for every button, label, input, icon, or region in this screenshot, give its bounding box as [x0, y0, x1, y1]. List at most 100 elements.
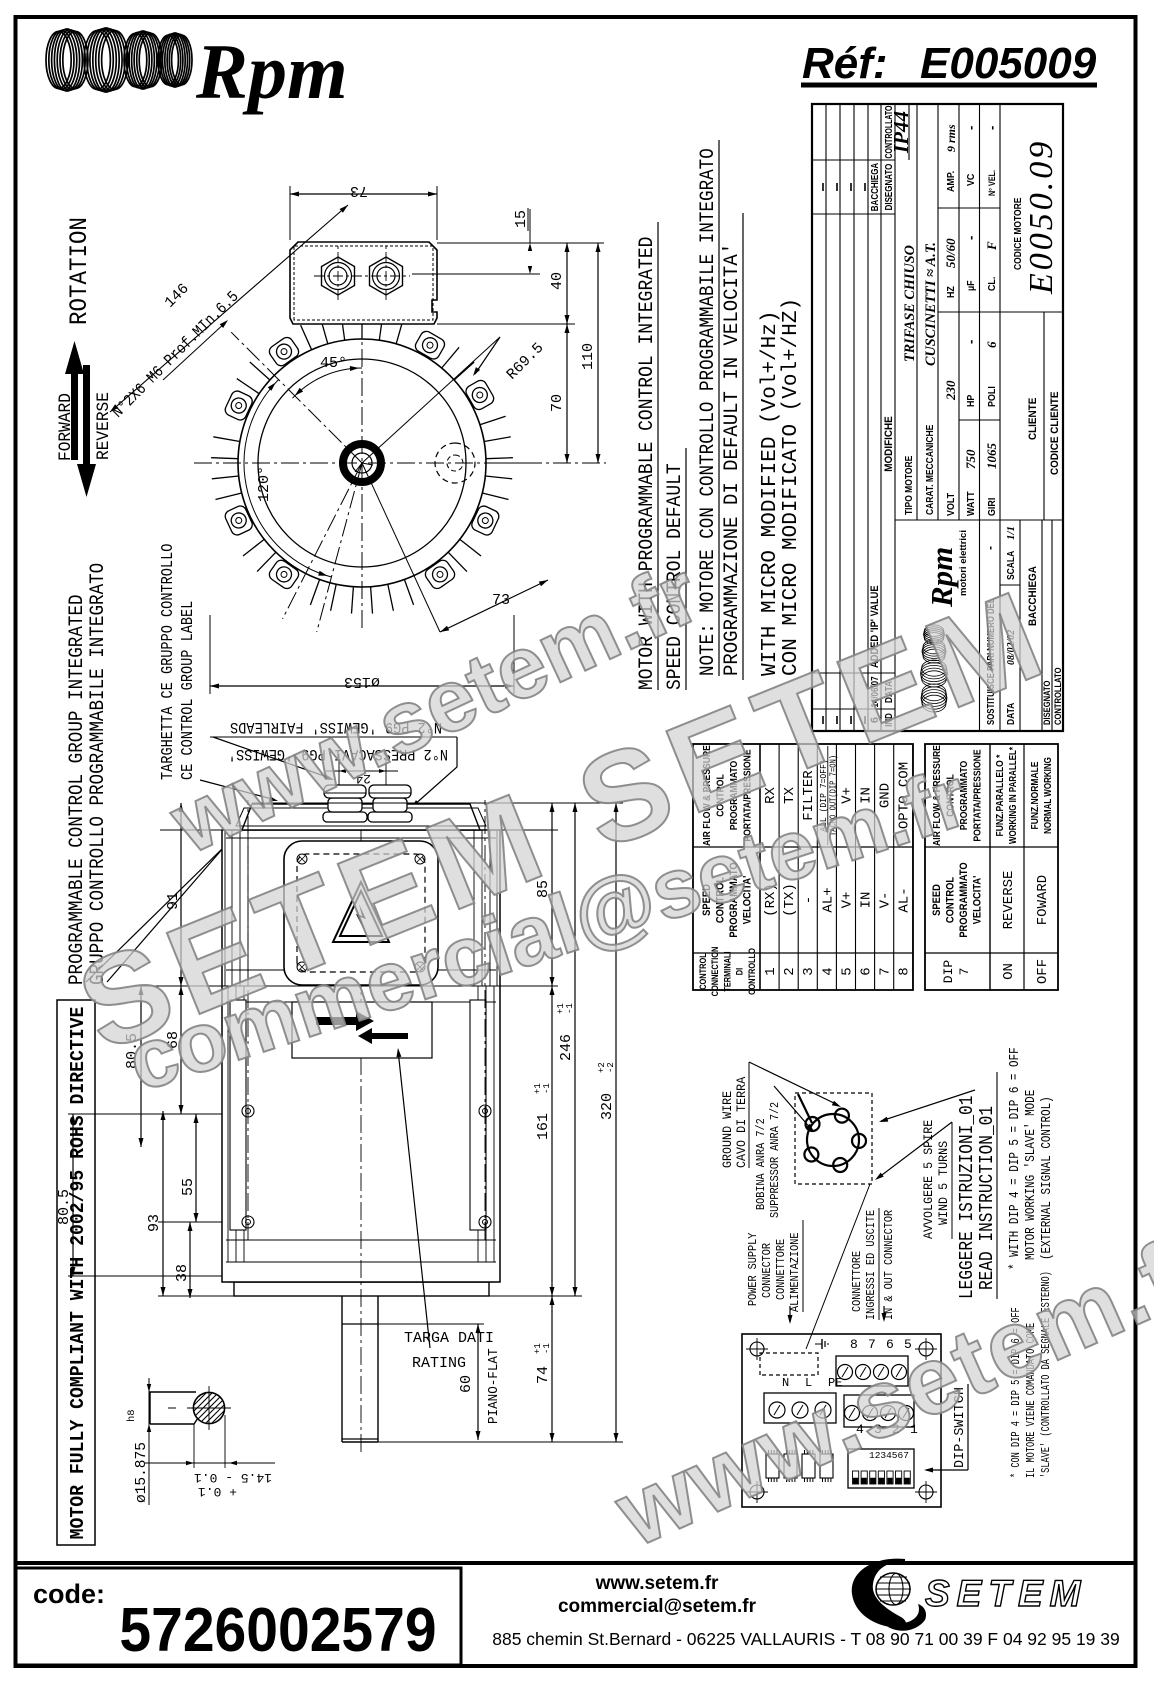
svg-text:40: 40 — [549, 272, 566, 290]
svg-text:93: 93 — [146, 1214, 163, 1232]
svg-text:WATT: WATT — [965, 491, 977, 516]
svg-text:1: 1 — [910, 1422, 918, 1437]
svg-text:24: 24 — [355, 771, 371, 786]
svg-text:PIANO-FLAT: PIANO-FLAT — [485, 1348, 501, 1424]
svg-text:7: 7 — [878, 967, 894, 975]
svg-text:CODICE MOTORE: CODICE MOTORE — [1012, 198, 1023, 270]
svg-text:7: 7 — [868, 1337, 876, 1352]
svg-text:3: 3 — [874, 1422, 882, 1437]
svg-text:IN: IN — [859, 787, 875, 804]
svg-text:PORTATA/PRESSIONE: PORTATA/PRESSIONE — [972, 749, 984, 842]
svg-text:ALIMENTAZIONE: ALIMENTAZIONE — [789, 1232, 802, 1312]
svg-text:* WITH DIP 4 = DIP 5 = DIP 6 =: * WITH DIP 4 = DIP 5 = DIP 6 = OFF — [1007, 1047, 1023, 1270]
svg-text:+1: +1 — [533, 1343, 543, 1354]
svg-text:PROGRAMMATO: PROGRAMMATO — [958, 760, 970, 830]
svg-text:DI: DI — [734, 968, 745, 975]
svg-text:SUPPRESSOR ANRA 7/2: SUPPRESSOR ANRA 7/2 — [769, 1102, 782, 1218]
svg-text:60: 60 — [458, 1375, 475, 1393]
svg-text:08/02/02: 08/02/02 — [1006, 630, 1018, 665]
svg-text:45°: 45° — [320, 355, 347, 372]
svg-text:VELOCITA': VELOCITA' — [972, 876, 984, 925]
svg-text:IL MOTORE VIENE COMANDATO COME: IL MOTORE VIENE COMANDATO COME — [1026, 1323, 1038, 1478]
svg-text:PROGRAMMATO: PROGRAMMATO — [958, 862, 970, 937]
svg-text:246: 246 — [558, 1034, 575, 1061]
svg-text:5: 5 — [839, 967, 855, 975]
svg-text:1065: 1065 — [984, 443, 999, 470]
svg-text:NORMAL WORKING: NORMAL WORKING — [1042, 757, 1053, 834]
svg-text:PE: PE — [828, 1376, 842, 1390]
svg-text:5: 5 — [904, 1337, 912, 1352]
svg-text:AVVOLGERE 5 SPIRE: AVVOLGERE 5 SPIRE — [921, 1120, 936, 1239]
svg-text:PROGRAMMATO: PROGRAMMATO — [728, 760, 740, 830]
svg-text:-: - — [984, 126, 999, 130]
svg-text:READ INSTRUCTION_01: READ INSTRUCTION_01 — [977, 1106, 999, 1290]
svg-text:TRIFASE CHIUSO: TRIFASE CHIUSO — [902, 245, 918, 362]
svg-text:OFF: OFF — [1035, 959, 1051, 984]
svg-text:CLIENTE: CLIENTE — [1028, 398, 1040, 440]
svg-text:DISEGNATO: DISEGNATO — [883, 164, 894, 211]
svg-text:FUNZ.NORMALE: FUNZ.NORMALE — [1029, 762, 1040, 830]
svg-text:TARGA DATI: TARGA DATI — [404, 1330, 494, 1347]
svg-text:38: 38 — [174, 1264, 191, 1282]
svg-text:N° VEL.: N° VEL. — [987, 170, 997, 196]
svg-text:+1: +1 — [556, 1003, 566, 1014]
svg-text:TACHO OUT(DIP 7=ON): TACHO OUT(DIP 7=ON) — [827, 755, 838, 836]
svg-text:GRUPPO CONTROLLO PROGRAMMABILE: GRUPPO CONTROLLO PROGRAMMABILE INTEGRATO — [86, 563, 109, 985]
svg-text:DIP: DIP — [941, 960, 956, 984]
svg-text:8: 8 — [897, 967, 913, 975]
svg-text:885 chemin St.Bernard - 0622: 885 chemin St.Bernard - 06225 VALLAURIS … — [492, 1629, 1120, 1649]
svg-text:ON: ON — [1001, 963, 1017, 980]
svg-text:70: 70 — [549, 394, 566, 412]
svg-text:CONTROL: CONTROL — [945, 774, 957, 817]
svg-text:L: L — [805, 1376, 812, 1390]
svg-text:V+: V+ — [839, 892, 855, 909]
svg-text:CARAT. MECCANICHE: CARAT. MECCANICHE — [924, 425, 935, 515]
svg-text:+ 0.1: + 0.1 — [198, 1484, 237, 1499]
svg-text:Réf:: Réf: — [802, 39, 888, 88]
svg-text:E0050.09: E0050.09 — [1023, 139, 1060, 295]
svg-text:14.5 - 0.1: 14.5 - 0.1 — [194, 1470, 272, 1485]
svg-text:code:: code: — [33, 1579, 105, 1609]
svg-text:5726002579: 5726002579 — [119, 1595, 436, 1665]
svg-text:750: 750 — [963, 449, 978, 469]
svg-text:80.5: 80.5 — [56, 1189, 73, 1225]
svg-text:2: 2 — [892, 1422, 900, 1437]
svg-text:AIR FLOW & PRESSURE: AIR FLOW & PRESSURE — [931, 745, 943, 846]
svg-text:ADDED 'IP' VALUE: ADDED 'IP' VALUE — [869, 585, 881, 668]
svg-text:AMP.: AMP. — [945, 171, 957, 192]
svg-text:REVERSE: REVERSE — [1001, 871, 1017, 930]
svg-text:230: 230 — [943, 380, 958, 401]
svg-text:-: - — [963, 236, 978, 240]
svg-text:(EXTERNAL SIGNAL CONTROL): (EXTERNAL SIGNAL CONTROL) — [1039, 1096, 1055, 1260]
svg-text:50/60: 50/60 — [943, 238, 958, 268]
svg-text:IND: IND — [883, 713, 894, 727]
svg-text:CONTROL: CONTROL — [715, 774, 727, 817]
svg-text:1/1: 1/1 — [1005, 526, 1017, 540]
svg-text:-: - — [983, 546, 997, 550]
svg-text:FUNZ.PARALLELO *: FUNZ.PARALLELO * — [994, 754, 1005, 836]
svg-text:VELOCITA': VELOCITA' — [742, 876, 754, 925]
svg-text:ALL (DIP 7=OFF): ALL (DIP 7=OFF) — [818, 759, 829, 832]
svg-text:CUSCINETTI ≈ A.T.: CUSCINETTI ≈ A.T. — [923, 242, 939, 366]
svg-text:PROGRAMMABLE CONTROL GROUP INT: PROGRAMMABLE CONTROL GROUP INTEGRATED — [65, 594, 88, 985]
svg-text:9 rms: 9 rms — [944, 124, 958, 152]
svg-text:DATA: DATA — [883, 681, 894, 704]
svg-text:µF: µF — [965, 280, 977, 291]
svg-text:* CON DIP 4 = DIP 5 = DIP 6 =: * CON DIP 4 = DIP 5 = DIP 6 = OFF — [1010, 1307, 1024, 1478]
svg-text:7: 7 — [957, 968, 972, 976]
svg-text:DISEGNATO: DISEGNATO — [1041, 680, 1052, 725]
svg-text:OPTO COM: OPTO COM — [897, 762, 913, 829]
svg-text:GIRI: GIRI — [986, 497, 998, 516]
svg-text:ø15.875: ø15.875 — [134, 1442, 150, 1503]
svg-text:IN: IN — [859, 892, 875, 909]
svg-text:CL.: CL. — [986, 276, 998, 291]
svg-text:15: 15 — [513, 210, 530, 228]
svg-text:120°: 120° — [256, 466, 273, 502]
svg-text:SPEED: SPEED — [931, 884, 943, 916]
svg-text:PORTATA/PRESSIONE: PORTATA/PRESSIONE — [742, 749, 754, 842]
svg-text:-1: -1 — [542, 1343, 552, 1354]
svg-text:TX: TX — [782, 787, 798, 804]
svg-text:80.5: 80.5 — [124, 1033, 141, 1069]
svg-text:IN & OUT CONNECTOR: IN & OUT CONNECTOR — [883, 1210, 896, 1320]
svg-text:110: 110 — [580, 343, 597, 370]
